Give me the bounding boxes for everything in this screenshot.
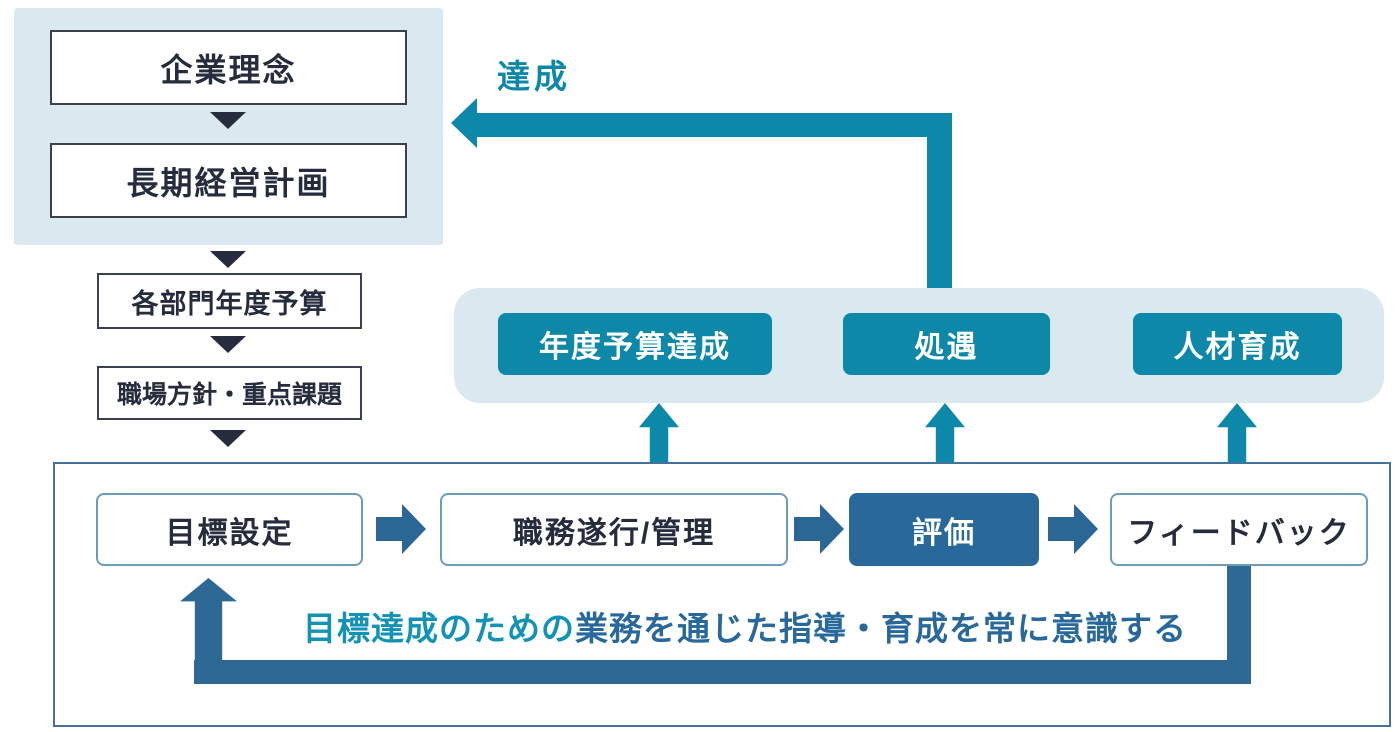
cycle-note: 目標達成のための業務を通じた指導・育成を常に意識する [303,602,1187,650]
cycle-note-highlight: 目標達成のための [303,610,575,647]
longterm-plan-box: 長期経営計画 [50,143,407,218]
achievement-arrow-vertical-bar [927,113,952,289]
achievement-arrow-horizontal-bar [476,113,952,137]
department-budget-box: 各部門年度予算 [97,273,362,329]
achievement-arrowhead-icon [451,98,477,148]
cycle-note-rest: 業務を通じた指導・育成を常に意識する [575,610,1187,647]
goal-setting-box: 目標設定 [96,493,363,566]
down-triangle-icon [210,251,246,268]
down-triangle-icon [210,112,246,129]
evaluation-box: 評価 [849,493,1039,566]
feedback-box: フィードバック [1110,493,1368,566]
treatment-box: 処遇 [843,313,1050,375]
feedback-arrow-bottom-bar [194,660,1251,684]
down-triangle-icon [210,336,246,353]
job-execution-box: 職務遂行/管理 [440,493,788,566]
hr-development-box: 人材育成 [1133,313,1342,375]
down-triangle-icon [210,430,246,447]
workplace-policy-box: 職場方針・重点課題 [97,366,362,420]
budget-achievement-box: 年度予算達成 [498,313,772,375]
philosophy-box: 企業理念 [50,30,407,105]
achievement-arrow-label: 達成 [497,58,571,95]
